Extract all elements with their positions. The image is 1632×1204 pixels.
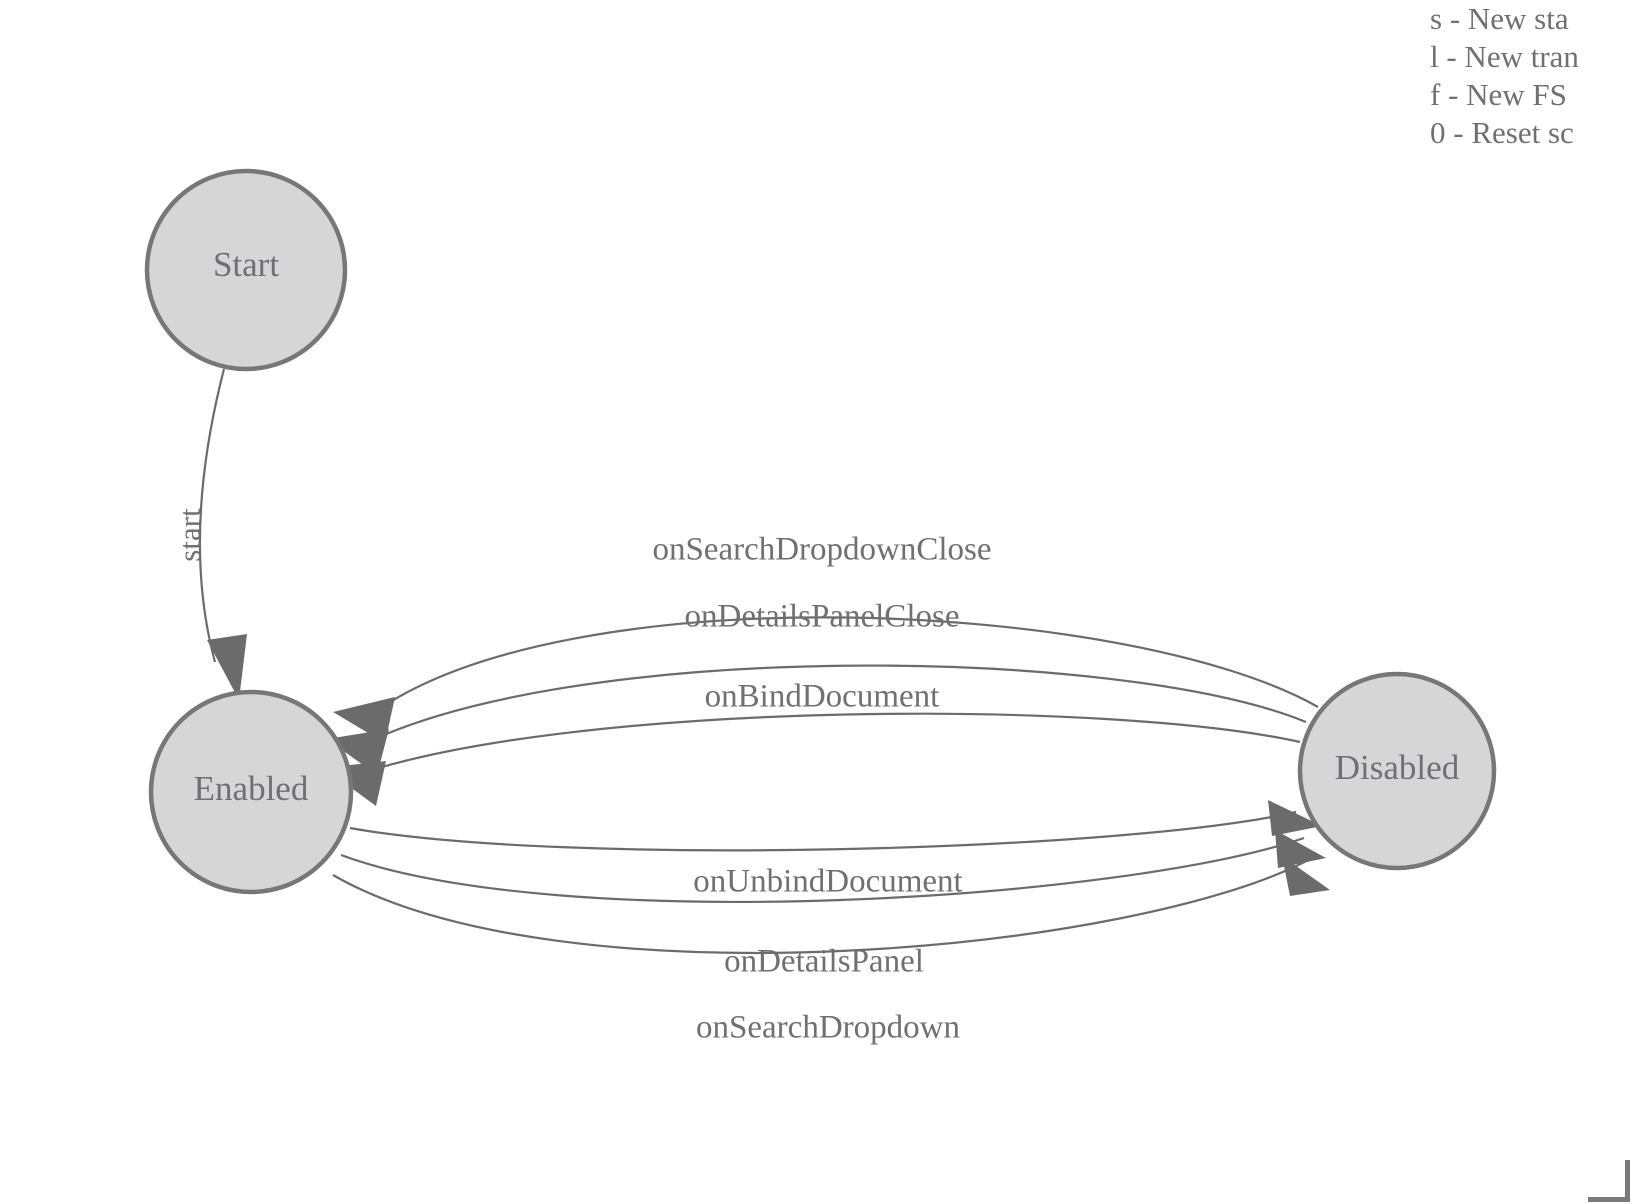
state-node-disabled[interactable]: Disabled [1297, 671, 1497, 871]
state-node-start[interactable]: Start [144, 168, 348, 372]
canvas-corner-resize-handle[interactable] [1588, 1160, 1630, 1202]
transition-on-search-dropdown-close-label: onSearchDropdownClose [652, 532, 991, 568]
transition-on-bind-document[interactable]: onBindDocument [324, 679, 1301, 806]
state-node-enabled[interactable]: Enabled [148, 689, 354, 895]
state-node-enabled-label: Enabled [194, 769, 309, 808]
transition-on-unbind-document-path[interactable] [349, 810, 1297, 852]
transition-on-details-panel-arrowhead [1275, 830, 1326, 868]
transition-on-details-panel[interactable]: onDetailsPanel [340, 830, 1326, 980]
transition-on-search-dropdown-label: onSearchDropdown [696, 1010, 960, 1046]
state-node-disabled-circle[interactable] [1297, 671, 1497, 871]
transition-on-search-dropdown-close-path[interactable] [367, 616, 1319, 718]
transition-start-path[interactable] [198, 368, 226, 663]
transition-on-details-panel-label: onDetailsPanel [724, 944, 924, 980]
transition-on-unbind-document[interactable]: onUnbindDocument [349, 800, 1322, 900]
transition-start-label: start [172, 508, 207, 562]
transition-on-bind-document-path[interactable] [355, 712, 1301, 777]
transition-on-bind-document-label: onBindDocument [705, 679, 940, 715]
transition-on-search-dropdown-path[interactable] [332, 857, 1313, 955]
transition-on-details-panel-close-label: onDetailsPanelClose [685, 599, 960, 635]
transition-start-arrowhead [207, 634, 247, 700]
transition-on-unbind-document-arrowhead [1268, 800, 1322, 836]
state-node-enabled-circle[interactable] [148, 689, 354, 895]
transition-on-search-dropdown-arrowhead [1282, 856, 1330, 896]
transition-on-unbind-document-label: onUnbindDocument [693, 864, 962, 900]
state-node-start-circle[interactable] [144, 168, 348, 372]
transition-on-details-panel-path[interactable] [340, 836, 1305, 903]
state-node-disabled-label: Disabled [1335, 748, 1460, 787]
state-node-start-label: Start [213, 245, 279, 284]
transition-on-details-panel-close-path[interactable] [359, 664, 1307, 747]
transition-on-search-dropdown[interactable]: onSearchDropdown [332, 856, 1330, 1046]
transition-start[interactable]: start [172, 368, 247, 700]
